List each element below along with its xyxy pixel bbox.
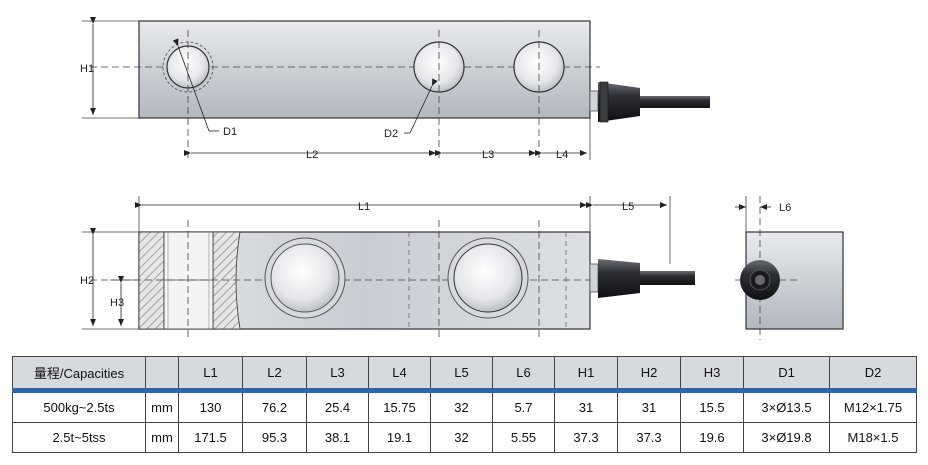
table-cell: 5.55: [492, 422, 555, 453]
header-l3: L3: [306, 356, 369, 393]
header-l6: L6: [492, 356, 555, 393]
label-h3: H3: [110, 297, 124, 309]
table-cell: 3×Ø19.8: [743, 422, 830, 453]
table-header-row: 量程/Capacities L1 L2 L3 L4 L5 L6 H1 H2 H3…: [12, 356, 917, 393]
label-h2: H2: [80, 275, 94, 287]
table-cell: 19.6: [680, 422, 744, 453]
top-view: H1 D1 D2 L2 L3 L4: [80, 17, 710, 161]
end-view: L6: [735, 196, 844, 340]
table-cell: M18×1.5: [829, 422, 917, 453]
table-row: 500kg~2.5ts mm 130 76.2 25.4 15.75 32 5.…: [12, 390, 917, 423]
header-d1: D1: [743, 356, 830, 393]
table-cell: 31: [617, 390, 681, 423]
load-cell-drawing: H1 D1 D2 L2 L3 L4: [80, 17, 844, 340]
table-cell: 38.1: [306, 422, 369, 453]
header-l5: L5: [430, 356, 493, 393]
table-cell: 5.7: [492, 390, 555, 423]
table-cell: 15.5: [680, 390, 744, 423]
table-cell: 95.3: [242, 422, 307, 453]
header-h1: H1: [554, 356, 618, 393]
cable-connector-top: [589, 81, 710, 123]
label-l5: L5: [622, 201, 634, 213]
header-l4: L4: [368, 356, 431, 393]
table-cell: 500kg~2.5ts: [12, 390, 146, 423]
header-h3: H3: [680, 356, 744, 393]
header-capacities: 量程/Capacities: [12, 356, 146, 393]
table-cell: 31: [554, 390, 618, 423]
label-h1: H1: [80, 63, 94, 75]
label-l1: L1: [358, 201, 370, 213]
header-d2: D2: [829, 356, 917, 393]
table-cell: 37.3: [554, 422, 618, 453]
threaded-hole-section: [163, 231, 214, 330]
label-l3: L3: [482, 149, 494, 161]
table-cell: M12×1.75: [829, 390, 917, 423]
table-cell: 25.4: [306, 390, 369, 423]
table-cell: 171.5: [178, 422, 243, 453]
table-cell: mm: [145, 390, 179, 423]
label-d1: D1: [223, 126, 237, 138]
header-l2: L2: [242, 356, 307, 393]
header-h2: H2: [617, 356, 681, 393]
label-d2: D2: [384, 128, 398, 140]
table-cell: 76.2: [242, 390, 307, 423]
header-l1: L1: [178, 356, 243, 393]
table-cell: 32: [430, 390, 493, 423]
table-cell: 2.5t~5tss: [12, 422, 146, 453]
table-row: 2.5t~5tss mm 171.5 95.3 38.1 19.1 32 5.5…: [12, 422, 917, 453]
label-l4: L4: [556, 149, 568, 161]
spec-table: 量程/Capacities L1 L2 L3 L4 L5 L6 H1 H2 H3…: [12, 356, 917, 453]
front-view: L1 L5 H2 H3: [80, 196, 695, 340]
table-cell: 15.75: [368, 390, 431, 423]
label-l2: L2: [306, 149, 318, 161]
table-cell: 3×Ø13.5: [743, 390, 830, 423]
table-cell: 37.3: [617, 422, 681, 453]
header-unit: [145, 356, 179, 393]
cable-connector-front: [589, 259, 695, 298]
table-cell: mm: [145, 422, 179, 453]
label-l6: L6: [779, 202, 791, 214]
table-cell: 19.1: [368, 422, 431, 453]
table-cell: 130: [178, 390, 243, 423]
table-cell: 32: [430, 422, 493, 453]
